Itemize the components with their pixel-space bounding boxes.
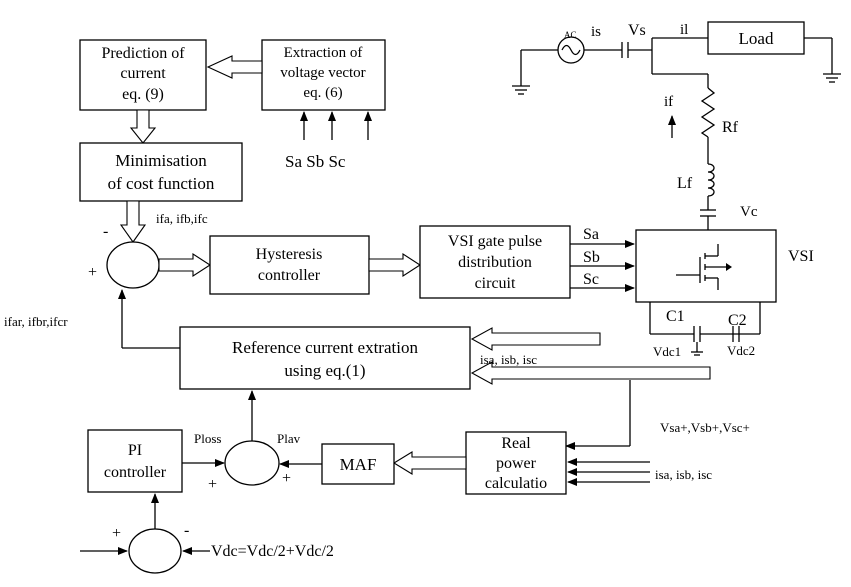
real-power-line-1: Real: [501, 435, 531, 452]
prediction-line-2: current: [120, 65, 166, 82]
maf-label: MAF: [340, 455, 377, 474]
positive-seq-voltage-label: Vsa+,Vsb+,Vsc+: [660, 420, 750, 435]
ac-source-and-line: [512, 21, 841, 230]
ac-source-label: AC: [564, 30, 577, 40]
hysteresis-line-2: controller: [258, 267, 321, 284]
power-summer-plus-left: +: [208, 476, 217, 493]
vdc-summer-minus: -: [184, 522, 189, 539]
gate-block-line-1: VSI gate pulse: [448, 233, 542, 250]
prediction-line-1: Prediction of: [101, 45, 185, 62]
gate-signal-sa: Sa: [583, 226, 599, 243]
vsi-block: [635, 229, 777, 303]
summer-minus-sign: -: [103, 223, 108, 240]
capacitor-c2-label: C2: [728, 312, 747, 329]
source-currents-power-label: isa, isb, isc: [655, 467, 712, 482]
real-power-block: Real power calculatio: [465, 431, 567, 495]
load-current-label: il: [680, 22, 688, 38]
capacitor-c1-label: C1: [666, 308, 685, 325]
vsi-label: VSI: [788, 248, 814, 265]
gate-block-line-3: circuit: [475, 275, 516, 292]
double-arrow-vs-into-reference: [470, 327, 601, 351]
real-power-current-inputs: [567, 458, 650, 486]
filter-inductor-label: Lf: [677, 175, 693, 192]
summing-junction: [106, 241, 160, 289]
filter-resistor-label: Rf: [722, 119, 739, 136]
power-summing-junction: [224, 440, 280, 486]
real-power-line-2: power: [496, 455, 537, 472]
vdc-summer-plus: +: [112, 525, 121, 542]
source-current-label: is: [591, 24, 601, 40]
inductor-icon: [707, 163, 715, 197]
pi-line-1: PI: [128, 442, 142, 459]
vdc1-label: Vdc1: [653, 344, 681, 359]
minimisation-line-2: of cost function: [108, 174, 215, 193]
double-arrow-hysteresis-to-gate: [368, 252, 422, 278]
maf-block: MAF: [321, 443, 395, 485]
double-arrow-summer-to-hysteresis: [158, 252, 212, 278]
prediction-line-3: eq. (9): [122, 86, 164, 103]
vs-feed-to-real-power: [565, 380, 631, 450]
resistor-icon: [700, 87, 716, 138]
capacitor-voltage-label: Vc: [740, 204, 758, 220]
pi-line-2: controller: [104, 464, 167, 481]
power-summer-plus-right: +: [282, 470, 291, 487]
load-label: Load: [739, 29, 774, 48]
filter-current-label: ifa, ifb,ifc: [156, 211, 208, 226]
dc-link-capacitors: [649, 302, 761, 356]
extraction-block: Extraction of voltage vector eq. (6): [261, 39, 386, 111]
minimisation-line-1: Minimisation: [115, 151, 207, 170]
source-currents-ref-label: isa, isb, isc: [480, 352, 537, 367]
reference-current-block: Reference current extration using eq.(1): [179, 326, 471, 390]
pi-controller-block: PI controller: [87, 429, 183, 493]
hysteresis-block: Hysteresis controller: [209, 235, 370, 295]
extraction-line-3: eq. (6): [303, 85, 342, 101]
vdc-summing-junction: [128, 528, 182, 574]
hysteresis-line-1: Hysteresis: [256, 246, 323, 263]
double-arrow-minimisation-to-summer: [119, 200, 147, 243]
reference-line-1: Reference current extration: [232, 338, 418, 357]
prediction-block: Prediction of current eq. (9): [79, 39, 207, 111]
plav-label: Plav: [277, 431, 301, 446]
vdc-equation-label: Vdc=Vdc/2+Vdc/2: [211, 543, 334, 560]
gate-block-line-2: distribution: [458, 254, 532, 271]
source-voltage-label: Vs: [628, 22, 646, 39]
double-arrow-power-to-maf: [392, 451, 467, 475]
reference-line-2: using eq.(1): [284, 361, 365, 380]
extraction-switch-states-label: Sa Sb Sc: [285, 152, 346, 171]
extraction-line-2: voltage vector: [280, 65, 365, 81]
gate-signal-arrows: [570, 240, 635, 292]
double-arrow-extraction-to-prediction: [206, 55, 263, 79]
mosfet-icon: [676, 244, 732, 290]
ploss-label: Ploss: [194, 431, 221, 446]
real-power-line-3: calculatio: [485, 475, 547, 492]
minimisation-block: Minimisation of cost function: [79, 142, 243, 202]
double-arrow-is-into-reference: [470, 361, 711, 385]
reference-current-label: ifar, ifbr,ifcr: [4, 314, 68, 329]
reference-feedback-path: [118, 289, 180, 349]
vsi-gate-pulse-block: VSI gate pulse distribution circuit: [419, 225, 571, 299]
extraction-line-1: Extraction of: [284, 45, 363, 61]
filter-current-if-label: if: [664, 94, 673, 110]
double-arrow-prediction-to-minimisation: [129, 109, 157, 144]
extraction-input-arrows: [300, 111, 372, 140]
vdc2-label: Vdc2: [727, 343, 755, 358]
gate-signal-sb: Sb: [583, 249, 600, 266]
summer-plus-sign: +: [88, 264, 97, 281]
gate-signal-sc: Sc: [583, 271, 599, 288]
